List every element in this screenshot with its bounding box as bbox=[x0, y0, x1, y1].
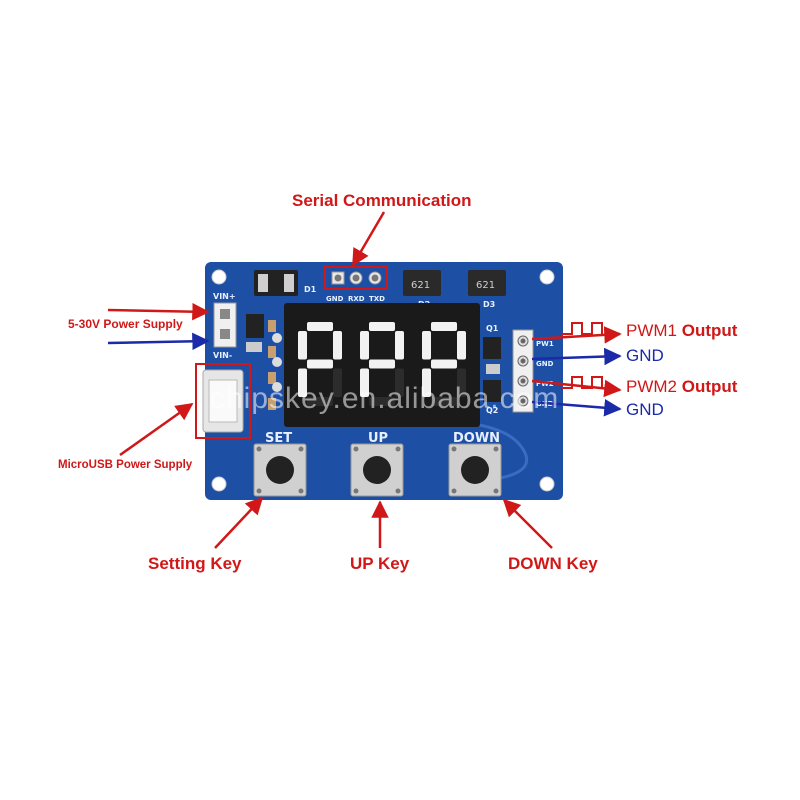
arrow-setting-key bbox=[214, 496, 264, 549]
silk-rxd: RXD bbox=[348, 295, 365, 303]
arrow-down-key bbox=[502, 498, 553, 549]
arrow-vin-plus bbox=[107, 302, 210, 321]
arrow-vin-minus bbox=[107, 332, 210, 351]
up-button[interactable] bbox=[350, 443, 404, 497]
display-segment bbox=[431, 359, 457, 369]
display-segment bbox=[333, 331, 342, 360]
silk-pw1: PW1 bbox=[536, 340, 554, 348]
mount-hole bbox=[211, 269, 227, 285]
silk-vin-plus: VIN+ bbox=[213, 292, 236, 301]
arrow-gnd1 bbox=[531, 347, 622, 366]
display-segment bbox=[431, 322, 457, 331]
silk-gnd: GND bbox=[326, 295, 344, 303]
display-segment bbox=[298, 368, 307, 397]
display-segment bbox=[395, 331, 404, 360]
arrow-serial bbox=[351, 211, 386, 267]
vin-terminal: VIN+ VIN- bbox=[213, 292, 264, 360]
arrow-micro-usb bbox=[119, 402, 194, 457]
display-segment bbox=[307, 397, 333, 406]
label-pwm2-prefix: PWM2 bbox=[626, 377, 677, 396]
display-segment bbox=[422, 331, 431, 360]
silk-txd: TXD bbox=[369, 295, 385, 303]
display-segment bbox=[395, 368, 404, 397]
label-pwm1-suffix: Output bbox=[681, 321, 738, 340]
seven-segment-display bbox=[284, 303, 480, 427]
label-serial-communication: Serial Communication bbox=[292, 191, 472, 210]
silk-d1: D1 bbox=[304, 285, 317, 294]
label-power-supply: 5-30V Power Supply bbox=[68, 317, 183, 331]
display-segment bbox=[298, 331, 307, 360]
display-segment bbox=[360, 331, 369, 360]
display-segment bbox=[307, 322, 333, 331]
display-segment bbox=[369, 397, 395, 406]
silk-up: UP bbox=[368, 431, 388, 446]
display-segment bbox=[431, 397, 457, 406]
label-pwm2-suffix: Output bbox=[681, 377, 738, 396]
silk-vin-minus: VIN- bbox=[213, 351, 232, 360]
serial-header: GND RXD TXD bbox=[324, 266, 388, 303]
label-pwm1-output: PWM1 Output bbox=[626, 322, 737, 339]
smd-components bbox=[268, 320, 282, 410]
mount-hole bbox=[539, 269, 555, 285]
silk-pw2: PW2 bbox=[536, 380, 554, 388]
diode-d1: D1 bbox=[254, 270, 317, 296]
label-setting-key: Setting Key bbox=[148, 554, 242, 573]
label-gnd1: GND bbox=[626, 346, 664, 365]
label-pwm2-output: PWM2 Output bbox=[626, 378, 737, 395]
watermark: chipskey.en.alibaba.com bbox=[210, 382, 560, 415]
display-segment bbox=[369, 359, 395, 369]
silk-d3: D3 bbox=[483, 300, 495, 309]
display-segment bbox=[360, 368, 369, 397]
arrow-pwm1 bbox=[531, 326, 622, 344]
micro-usb-connector bbox=[195, 363, 251, 439]
label-micro-usb: MicroUSB Power Supply bbox=[58, 459, 193, 471]
label-down-key: DOWN Key bbox=[508, 554, 598, 573]
pwm1-waveform bbox=[562, 322, 603, 335]
label-up-key: UP Key bbox=[350, 554, 410, 573]
display-segment bbox=[307, 359, 333, 369]
set-button[interactable] bbox=[253, 443, 307, 497]
down-button[interactable] bbox=[448, 443, 502, 497]
chip-d3: 621 D3 bbox=[468, 270, 506, 309]
chip-d2-mark: 621 bbox=[411, 280, 430, 291]
display-segment bbox=[457, 368, 466, 397]
silk-gnd-a: GND bbox=[536, 360, 554, 368]
label-pwm1-prefix: PWM1 bbox=[626, 321, 677, 340]
mount-hole bbox=[211, 476, 227, 492]
display-segment bbox=[369, 322, 395, 331]
chip-d3-mark: 621 bbox=[476, 280, 495, 291]
arrow-gnd2 bbox=[531, 399, 622, 417]
transistors: Q1 Q2 bbox=[483, 324, 501, 415]
silk-q2: Q2 bbox=[486, 406, 498, 415]
display-segment bbox=[422, 368, 431, 397]
display-segment bbox=[333, 368, 342, 397]
mount-hole bbox=[539, 476, 555, 492]
pwm2-waveform bbox=[562, 376, 603, 389]
silk-q1: Q1 bbox=[486, 324, 499, 333]
label-gnd2: GND bbox=[626, 400, 664, 419]
silk-set: SET bbox=[265, 431, 292, 446]
display-digits bbox=[298, 322, 466, 406]
display-segment bbox=[457, 331, 466, 360]
arrow-pwm2 bbox=[531, 379, 622, 398]
silk-down: DOWN bbox=[453, 431, 500, 446]
